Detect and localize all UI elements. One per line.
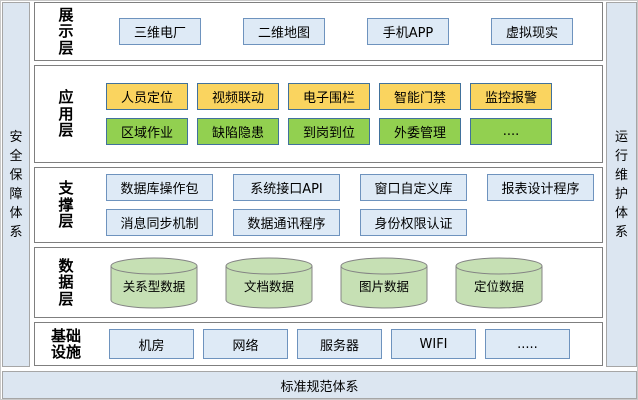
operations-maintenance-label: 运行维护体系	[614, 129, 628, 240]
support-box: 数据通讯程序	[233, 209, 340, 236]
application-box: 区域作业	[106, 118, 188, 145]
application-box: ....	[470, 118, 552, 145]
support-box: 数据库操作包	[106, 174, 213, 201]
layer-presentation: 展示层 三维电厂 二维地图 手机APP 虚拟现实	[34, 2, 603, 61]
application-box: 视频联动	[197, 83, 279, 110]
cylinder-shape: 图片数据	[340, 257, 428, 308]
data-cylinder: 定位数据	[455, 257, 543, 309]
application-box: 智能门禁	[379, 83, 461, 110]
layer-support-label: 支撑层	[58, 179, 74, 231]
presentation-box: 三维电厂	[119, 18, 201, 45]
data-cylinder: 关系型数据	[110, 257, 198, 309]
layer-data-label-area: 数据层	[35, 248, 97, 317]
infrastructure-box: WIFI	[391, 329, 476, 359]
infrastructure-box: 服务器	[297, 329, 382, 359]
security-assurance-bar: 安全保障体系	[2, 2, 30, 367]
layer-presentation-label-area: 展示层	[35, 3, 97, 60]
operations-maintenance-bar: 运行维护体系	[606, 2, 637, 367]
data-cylinder: 文档数据	[225, 257, 313, 309]
infrastructure-box: .....	[485, 329, 570, 359]
application-box: 人员定位	[106, 83, 188, 110]
application-box: 电子围栏	[288, 83, 370, 110]
support-box: 窗口自定义库	[360, 174, 467, 201]
cylinder-label: 文档数据	[244, 279, 294, 294]
support-box: 报表设计程序	[487, 174, 594, 201]
cylinder-shape: 关系型数据	[110, 257, 198, 308]
layer-infrastructure-label-area: 基础设施	[35, 323, 97, 365]
data-cylinder: 图片数据	[340, 257, 428, 309]
cylinder-label: 图片数据	[359, 279, 409, 294]
layer-data-label: 数据层	[58, 256, 74, 308]
support-box: 消息同步机制	[106, 209, 213, 236]
layer-infrastructure: 基础设施 机房 网络 服务器 WIFI .....	[34, 322, 603, 366]
layer-application-label-area: 应用层	[35, 66, 97, 162]
cylinder-shape: 文档数据	[225, 257, 313, 308]
presentation-box: 二维地图	[243, 18, 325, 45]
cylinder-label: 定位数据	[474, 279, 524, 294]
layer-data: 数据层 关系型数据 文档数据	[34, 247, 603, 318]
standards-bar: 标准规范体系	[2, 371, 637, 399]
layer-presentation-label: 展示层	[58, 5, 74, 57]
layer-application: 应用层 人员定位 视频联动 电子围栏 智能门禁 监控报警 区域作业 缺陷隐患 到…	[34, 65, 603, 163]
security-assurance-label: 安全保障体系	[9, 129, 23, 240]
standards-label: 标准规范体系	[280, 379, 359, 395]
support-box: 系统接口API	[233, 174, 340, 201]
infrastructure-box: 机房	[109, 329, 194, 359]
layer-application-label: 应用层	[58, 88, 74, 140]
application-box: 外委管理	[379, 118, 461, 145]
layer-support-label-area: 支撑层	[35, 168, 97, 242]
presentation-box: 虚拟现实	[491, 18, 573, 45]
application-box: 缺陷隐患	[197, 118, 279, 145]
cylinder-label: 关系型数据	[123, 279, 186, 294]
application-box: 监控报警	[470, 83, 552, 110]
layer-infrastructure-label: 基础设施	[50, 326, 81, 361]
infrastructure-box: 网络	[203, 329, 288, 359]
support-box: 身份权限认证	[360, 209, 467, 236]
layer-support: 支撑层 数据库操作包 系统接口API 窗口自定义库 报表设计程序 消息同步机制 …	[34, 167, 603, 243]
cylinder-shape: 定位数据	[455, 257, 543, 308]
application-box: 到岗到位	[288, 118, 370, 145]
presentation-box: 手机APP	[367, 18, 449, 45]
